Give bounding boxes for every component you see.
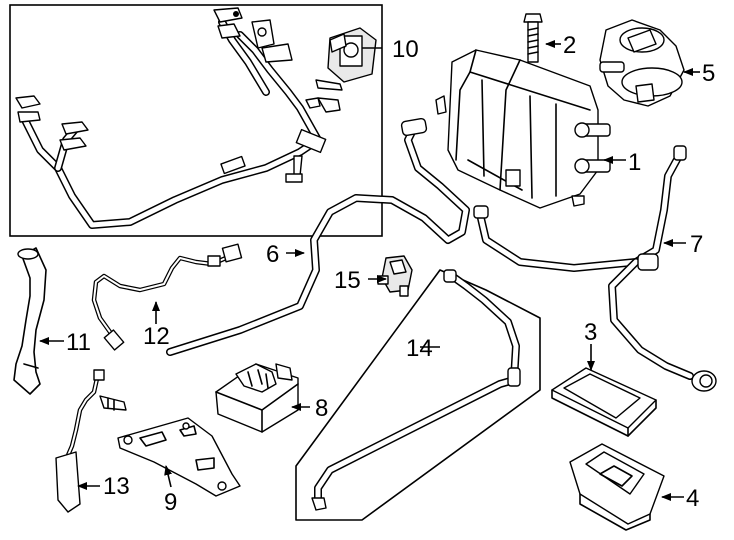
callout-10: 10 [392,36,419,63]
callout-9: 9 [164,489,177,516]
callout-leaders [39,40,700,501]
tray-3 [551,367,657,437]
callout-8: 8 [315,395,328,422]
callout-11: 11 [66,329,91,356]
module-8 [215,363,299,433]
purge-valve-10 [327,27,377,83]
bracket-9 [117,417,241,497]
callout-12: 12 [143,323,170,350]
callout-14: 14 [406,335,433,362]
sensor-12 [91,243,243,351]
solenoid-15 [377,255,413,297]
inset-connectors [213,7,293,63]
vent-hose-7 [473,145,717,392]
callout-7: 7 [690,231,703,258]
sensor-13 [55,369,127,513]
callout-6: 6 [266,241,279,268]
hose-11 [13,247,47,395]
bolt-2 [523,13,543,63]
callout-15: 15 [334,267,361,294]
tube-assembly-14 [295,269,541,521]
inset-bolt [285,155,303,183]
callout-3: 3 [584,319,597,346]
inset-clips [15,95,89,151]
callout-labels: 1 2 3 4 5 6 7 8 9 10 11 12 13 14 15 [66,32,715,516]
inset-vapor-line [20,18,327,229]
inset-brackets [305,79,343,113]
vent-valve-5 [599,19,685,107]
callout-4: 4 [686,485,699,512]
canister-1 [435,49,611,209]
vapor-tube-6 [166,117,470,356]
callout-5: 5 [702,60,715,87]
callout-1: 1 [628,149,641,176]
callout-13: 13 [103,473,130,500]
detail-inset-box [9,4,383,237]
bin-4 [569,443,665,531]
callout-2: 2 [563,32,576,59]
